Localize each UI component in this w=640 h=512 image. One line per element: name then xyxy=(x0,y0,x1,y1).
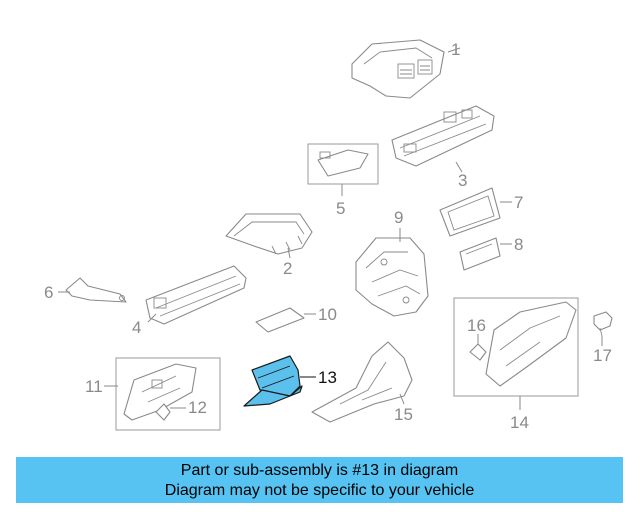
callout-11: 11 xyxy=(85,377,103,396)
part-2-upper-trim xyxy=(225,213,313,255)
leader-2 xyxy=(287,247,291,259)
part-8-small-panel xyxy=(459,237,501,271)
callout-6: 6 xyxy=(44,283,53,302)
part-1-console-bezel xyxy=(351,39,445,99)
callout-17: 17 xyxy=(593,346,612,365)
leader-3 xyxy=(455,161,463,173)
callout-5: 5 xyxy=(336,199,345,218)
callout-16: 16 xyxy=(467,316,486,335)
leader-4 xyxy=(147,313,157,323)
callout-10: 10 xyxy=(318,305,337,324)
callout-3: 3 xyxy=(458,171,467,190)
part-17-fastener xyxy=(593,311,613,337)
banner-line-part: Part or sub-assembly is #13 in diagram xyxy=(180,462,459,479)
part-13-glove-box-bin-highlighted xyxy=(243,355,303,407)
banner-line-disclaimer: Diagram may not be specific to your vehi… xyxy=(164,482,475,499)
callout-2: 2 xyxy=(283,259,292,278)
parts-diagram: 1 3 5 7 8 2 9 xyxy=(44,39,613,432)
part-10-pad xyxy=(255,307,305,333)
leader-15 xyxy=(399,393,405,405)
part-12-clip-shape xyxy=(155,403,171,421)
leader-1 xyxy=(447,47,461,53)
callout-14: 14 xyxy=(510,413,529,432)
callout-8: 8 xyxy=(514,235,523,254)
callout-13: 13 xyxy=(318,368,337,387)
info-banner: Part or sub-assembly is #13 in diagram D… xyxy=(16,457,623,503)
part-5-boxed-cover xyxy=(307,143,379,185)
part-15-kick-panel xyxy=(311,341,413,423)
part-4-lower-trim xyxy=(145,265,247,325)
callout-9: 9 xyxy=(394,208,403,227)
callout-1: 1 xyxy=(451,40,460,59)
callout-12: 12 xyxy=(188,398,207,417)
part-16-clip-shape xyxy=(469,343,487,361)
callout-15: 15 xyxy=(394,405,413,424)
part-7-display-bezel xyxy=(439,187,501,237)
part-6-bracket xyxy=(65,277,127,303)
part-3-dash-trim xyxy=(391,105,495,167)
callout-7: 7 xyxy=(514,193,523,212)
part-11-glove-box-door xyxy=(115,357,221,431)
callout-4: 4 xyxy=(132,318,141,337)
part-14-console-side-panel xyxy=(453,297,579,397)
part-9-center-bracket xyxy=(355,237,429,317)
